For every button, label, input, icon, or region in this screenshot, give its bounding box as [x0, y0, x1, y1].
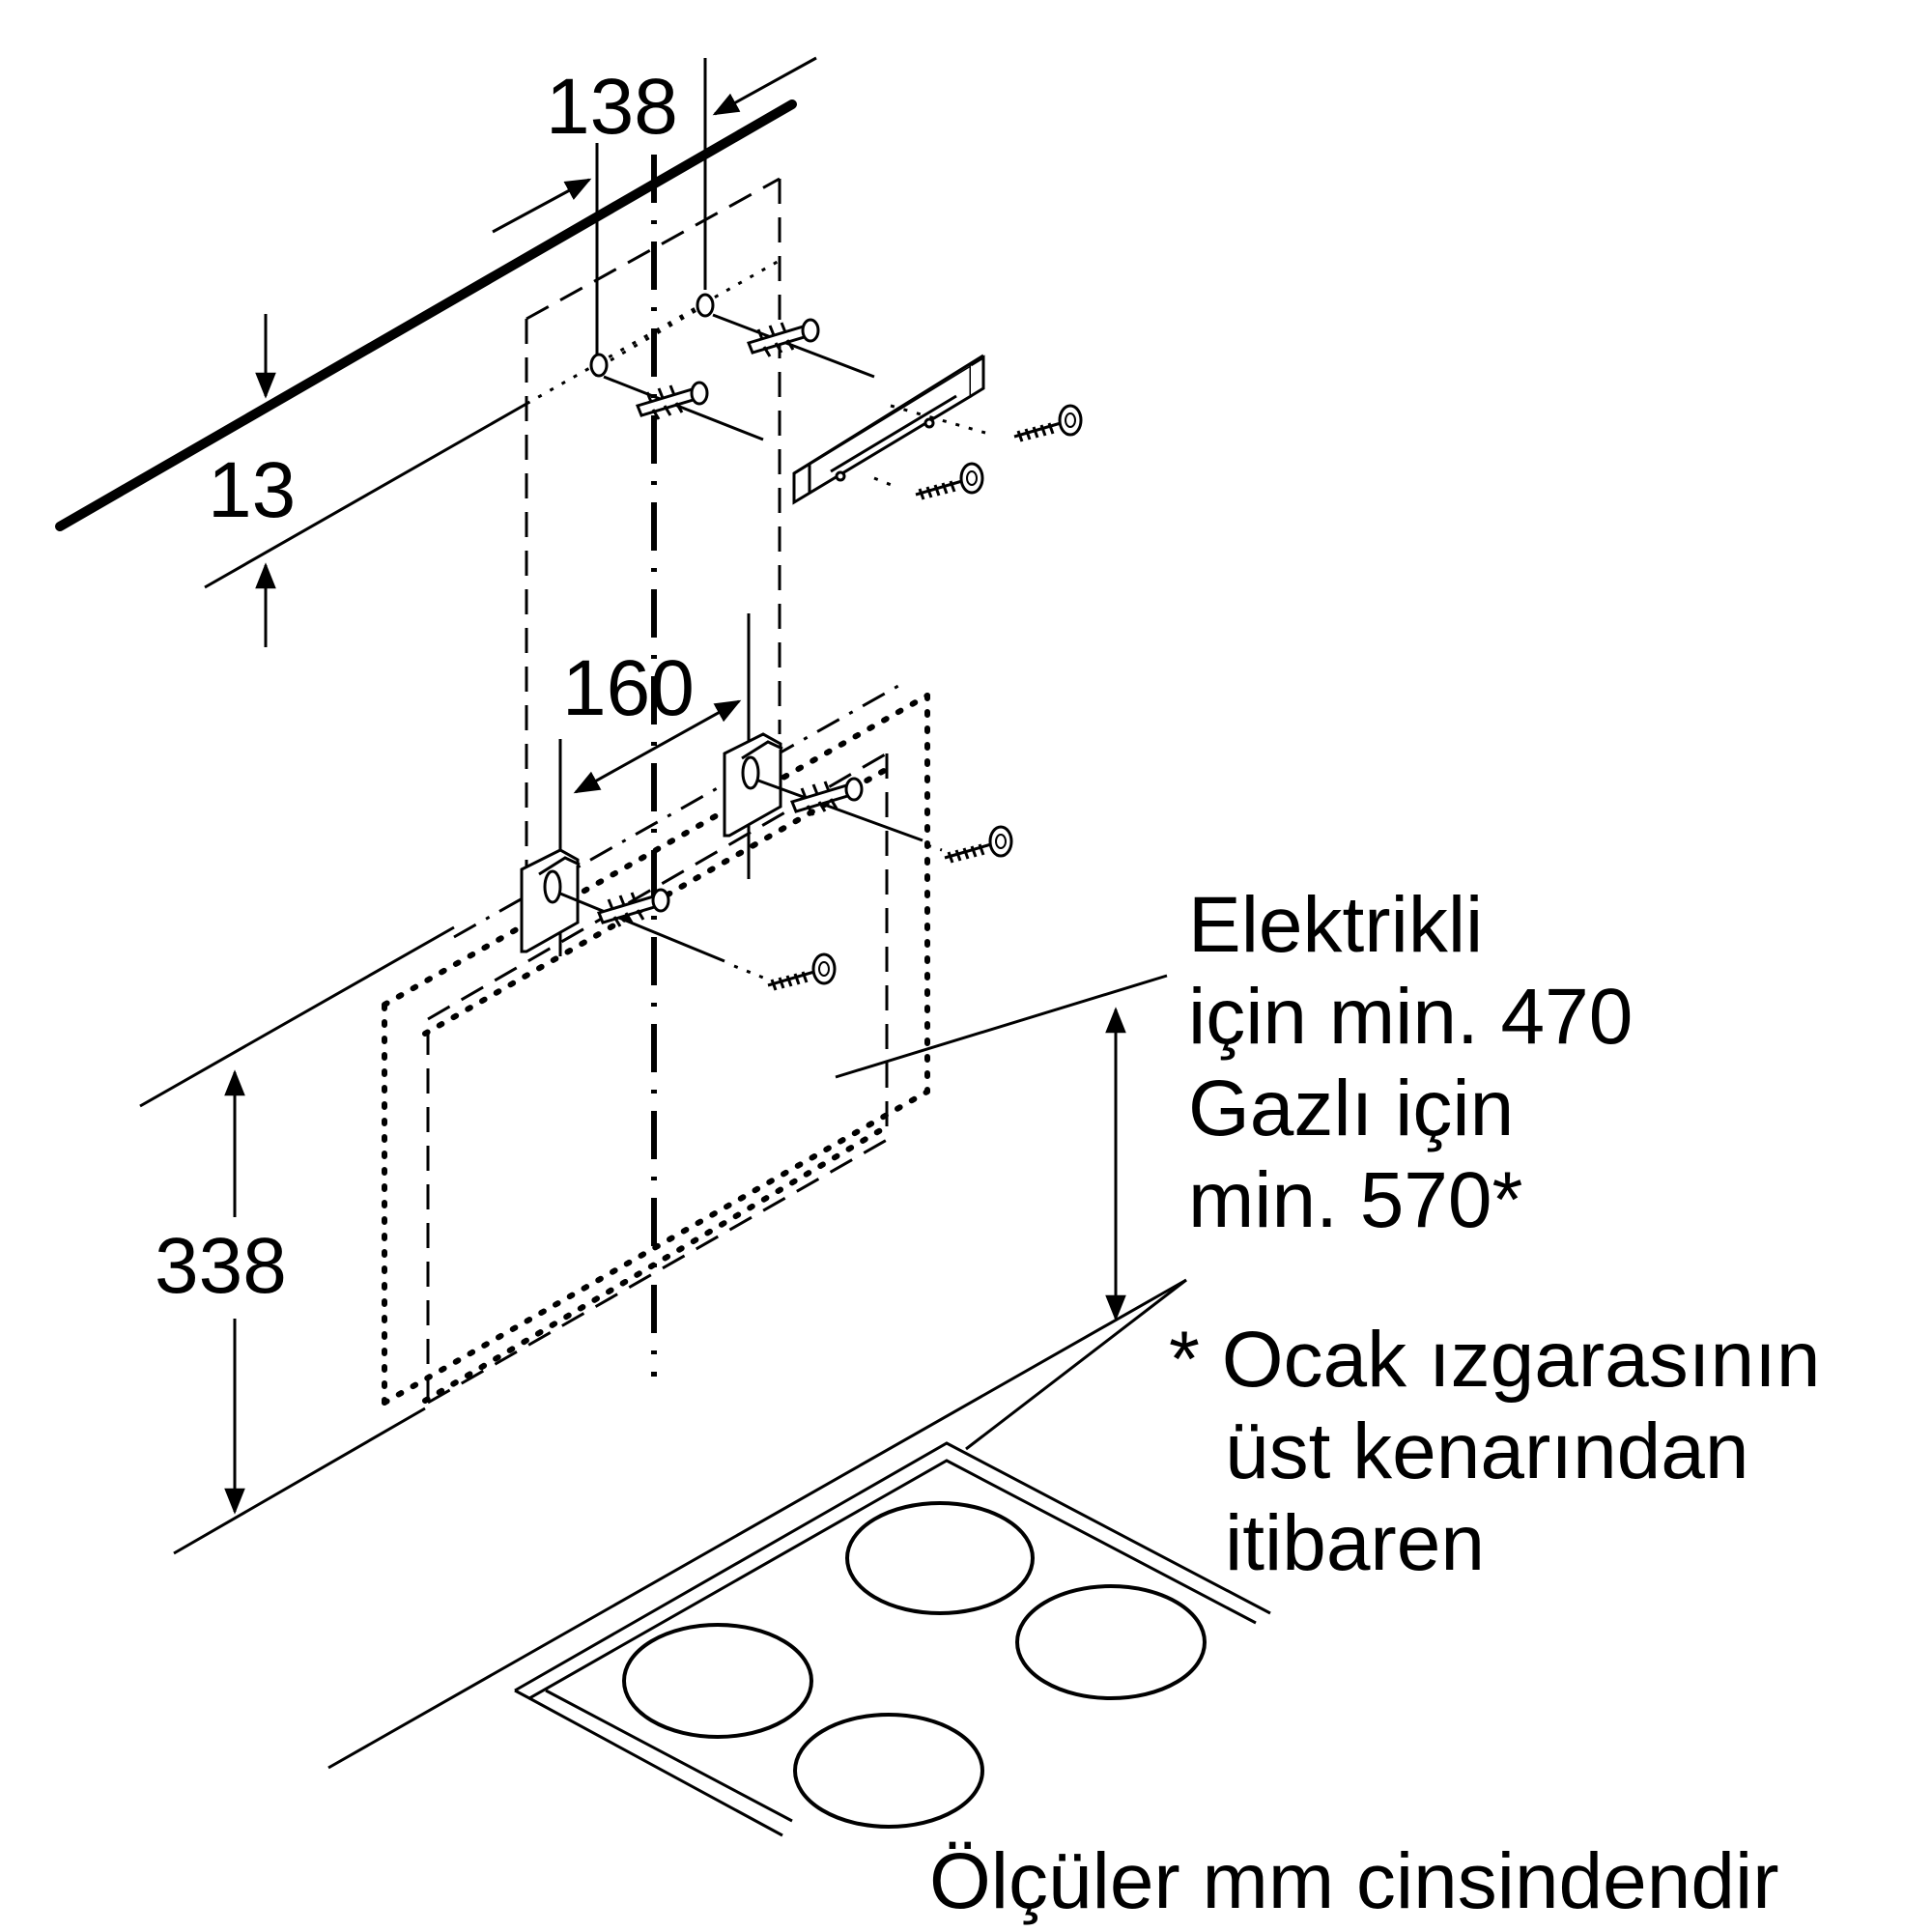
note-line-1: Elektrikli	[1188, 881, 1483, 969]
burner-right	[1015, 1584, 1207, 1700]
burner-front	[793, 1713, 984, 1829]
top-drill-guides	[526, 257, 783, 406]
burner-back	[845, 1501, 1035, 1615]
footnote-line-1: * Ocak ızgarasının	[1169, 1316, 1821, 1404]
cooktop	[327, 1278, 1271, 1837]
dimension-label-160: 160	[562, 644, 695, 732]
dimension-min-height	[835, 974, 1187, 1451]
units-label: Ölçüler mm cinsindendir	[929, 1837, 1779, 1925]
dimension-338	[139, 925, 455, 1555]
note-line-2: için min. 470	[1188, 973, 1633, 1061]
wall-edge-line	[55, 99, 797, 531]
dimension-label-138: 138	[546, 63, 678, 151]
screw-top-left	[914, 462, 984, 501]
drill-hole-top-left	[589, 353, 609, 378]
bracket-plate-right	[723, 732, 783, 838]
screw-bottom-left	[766, 952, 837, 992]
screw-top-right	[1012, 404, 1083, 443]
drill-hole-top-right	[696, 293, 715, 318]
footnote-line-3: itibaren	[1225, 1499, 1485, 1587]
note-line-3: Gazlı için	[1188, 1065, 1514, 1152]
dimension-138	[492, 56, 817, 377]
screw-bottom-right	[943, 825, 1013, 865]
bracket-plate-left	[520, 848, 581, 953]
dowel-bottom-left	[597, 888, 670, 928]
wall-bracket-top	[792, 354, 985, 505]
footnote-line-2: üst kenarından	[1225, 1407, 1749, 1495]
chimney-outline	[525, 177, 781, 869]
dimension-label-13: 13	[208, 446, 296, 534]
min-height-note: Elektrikli için min. 470 Gazlı için min.…	[1188, 881, 1633, 1244]
burner-left	[622, 1623, 813, 1739]
dimension-label-338: 338	[155, 1222, 287, 1310]
note-line-4: min. 570*	[1188, 1156, 1522, 1244]
footnote: * Ocak ızgarasının üst kenarından itibar…	[1169, 1316, 1821, 1587]
dimension-13	[204, 314, 527, 647]
